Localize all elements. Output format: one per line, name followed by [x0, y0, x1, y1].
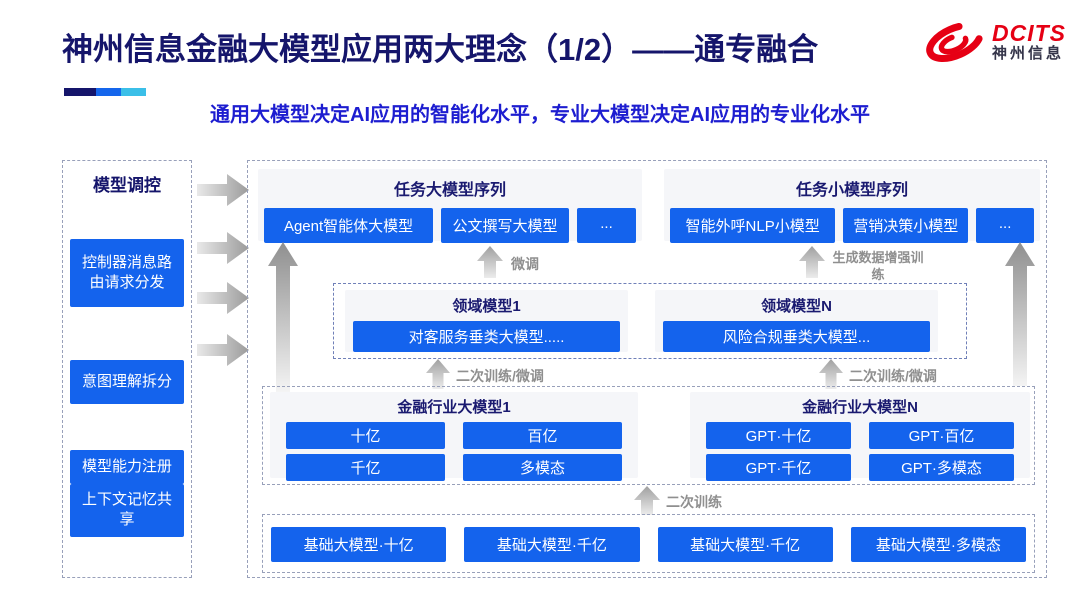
base-model-row: 基础大模型·十亿 基础大模型·千亿 基础大模型·千亿 基础大模型·多模态: [271, 527, 1026, 562]
dcits-swirl-icon: [926, 21, 984, 63]
up-arrow-long-icon: [1005, 242, 1035, 386]
industry-model-1-grid: 十亿 百亿 千亿 多模态: [286, 422, 622, 481]
sidebar-item-register: 模型能力注册: [70, 450, 184, 485]
domain-models-box: [333, 283, 967, 359]
up-arrow-icon: [819, 359, 843, 389]
page-title: 神州信息金融大模型应用两大理念（1/2）——通专融合: [62, 32, 819, 67]
right-arrow-icon: [197, 282, 249, 314]
finetune-label: 微调: [511, 256, 539, 272]
right-arrow-icon: [197, 232, 249, 264]
logo-brand-cn: 神州信息: [992, 45, 1065, 63]
up-arrow-icon: [634, 486, 660, 515]
sidebar-item-intent: 意图理解拆分: [70, 360, 184, 405]
node-multimodal: 多模态: [463, 454, 622, 481]
node-more-ellipsis: ...: [976, 208, 1034, 243]
logo-brand-en: DCITS: [992, 20, 1066, 47]
industry-model-n-grid: GPT·十亿 GPT·百亿 GPT·千亿 GPT·多模态: [706, 422, 1014, 481]
second-train-finetune-label: 二次训练/微调: [456, 368, 544, 384]
node-gpt-multimodal: GPT·多模态: [869, 454, 1014, 481]
task-small-model-group: 任务小模型序列 智能外呼NLP小模型 营销决策小模型 ...: [664, 169, 1040, 243]
dcits-logo: DCITS 神州信息: [922, 16, 1066, 68]
node-customer-service-vertical-model: 对客服务垂类大模型.....: [353, 321, 620, 352]
slide-subtitle: 通用大模型决定AI应用的智能化水平，专业大模型决定AI应用的专业化水平: [210, 104, 870, 126]
underline-segment-blue: [96, 88, 121, 96]
sidebar-item-context: 上下文记忆共享: [70, 484, 184, 537]
underline-segment-navy: [64, 88, 96, 96]
underline-segment-cyan: [121, 88, 146, 96]
node-gpt-ten-billion: GPT·百亿: [869, 422, 1014, 449]
base-models-box: 基础大模型·十亿 基础大模型·千亿 基础大模型·千亿 基础大模型·多模态: [262, 514, 1035, 573]
node-outbound-nlp-model: 智能外呼NLP小模型: [670, 208, 836, 243]
industry-models-box: [262, 386, 1035, 485]
node-gpt-hundred-billion: GPT·千亿: [706, 454, 851, 481]
node-base-model-hundred-billion-2: 基础大模型·千亿: [657, 527, 833, 562]
node-marketing-decision-model: 营销决策小模型: [843, 208, 969, 243]
title-underline: [64, 88, 146, 96]
up-arrow-long-icon: [268, 242, 298, 392]
node-ten-billion: 百亿: [463, 422, 622, 449]
task-large-model-group: 任务大模型序列 Agent智能体大模型 公文撰写大模型 ...: [258, 169, 642, 243]
group-title: 金融行业大模型N: [802, 399, 918, 416]
industry-model-n-group: 金融行业大模型N GPT·十亿 GPT·百亿 GPT·千亿 GPT·多模态: [690, 392, 1030, 481]
group-title: 任务大模型序列: [393, 182, 506, 199]
sidebar-title: 模型调控: [93, 176, 161, 195]
up-arrow-icon: [426, 359, 450, 389]
up-arrow-icon: [477, 246, 503, 278]
second-train-finetune-label: 二次训练/微调: [849, 368, 937, 384]
sidebar-item-router: 控制器消息路由请求分发: [70, 239, 184, 308]
node-hundred-billion: 千亿: [286, 454, 445, 481]
industry-model-1-group: 金融行业大模型1 十亿 百亿 千亿 多模态: [270, 392, 638, 481]
node-base-model-billion: 基础大模型·十亿: [271, 527, 447, 562]
node-more-ellipsis: ...: [576, 208, 637, 243]
domain-model-n-group: 领域模型N 风险合规垂类大模型...: [655, 290, 938, 352]
second-train-label: 二次训练: [666, 494, 722, 510]
logo-text: DCITS 神州信息: [992, 20, 1066, 63]
group-title: 任务小模型序列: [795, 182, 908, 199]
main-architecture-box: [247, 160, 1047, 578]
domain-model-1-group: 领域模型1 对客服务垂类大模型.....: [345, 290, 628, 352]
node-gpt-billion: GPT·十亿: [706, 422, 851, 449]
group-title: 领域模型1: [452, 298, 521, 315]
node-document-writing-model: 公文撰写大模型: [441, 208, 569, 243]
task-large-model-row: Agent智能体大模型 公文撰写大模型 ...: [264, 208, 637, 243]
node-base-model-multimodal: 基础大模型·多模态: [850, 527, 1026, 562]
generate-data-train-label: 生成数据增强训练: [832, 250, 924, 282]
node-base-model-hundred-billion: 基础大模型·千亿: [464, 527, 640, 562]
group-title: 金融行业大模型1: [397, 399, 511, 416]
node-agent-large-model: Agent智能体大模型: [264, 208, 434, 243]
up-arrow-icon: [799, 246, 825, 278]
task-small-model-row: 智能外呼NLP小模型 营销决策小模型 ...: [670, 208, 1034, 243]
group-title: 领域模型N: [761, 298, 832, 315]
node-risk-compliance-vertical-model: 风险合规垂类大模型...: [663, 321, 930, 352]
node-billion: 十亿: [286, 422, 445, 449]
model-control-panel: 模型调控 控制器消息路由请求分发 意图理解拆分 模型能力注册 上下文记忆共享: [62, 160, 192, 578]
right-arrow-icon: [197, 174, 249, 206]
right-arrow-icon: [197, 334, 249, 366]
